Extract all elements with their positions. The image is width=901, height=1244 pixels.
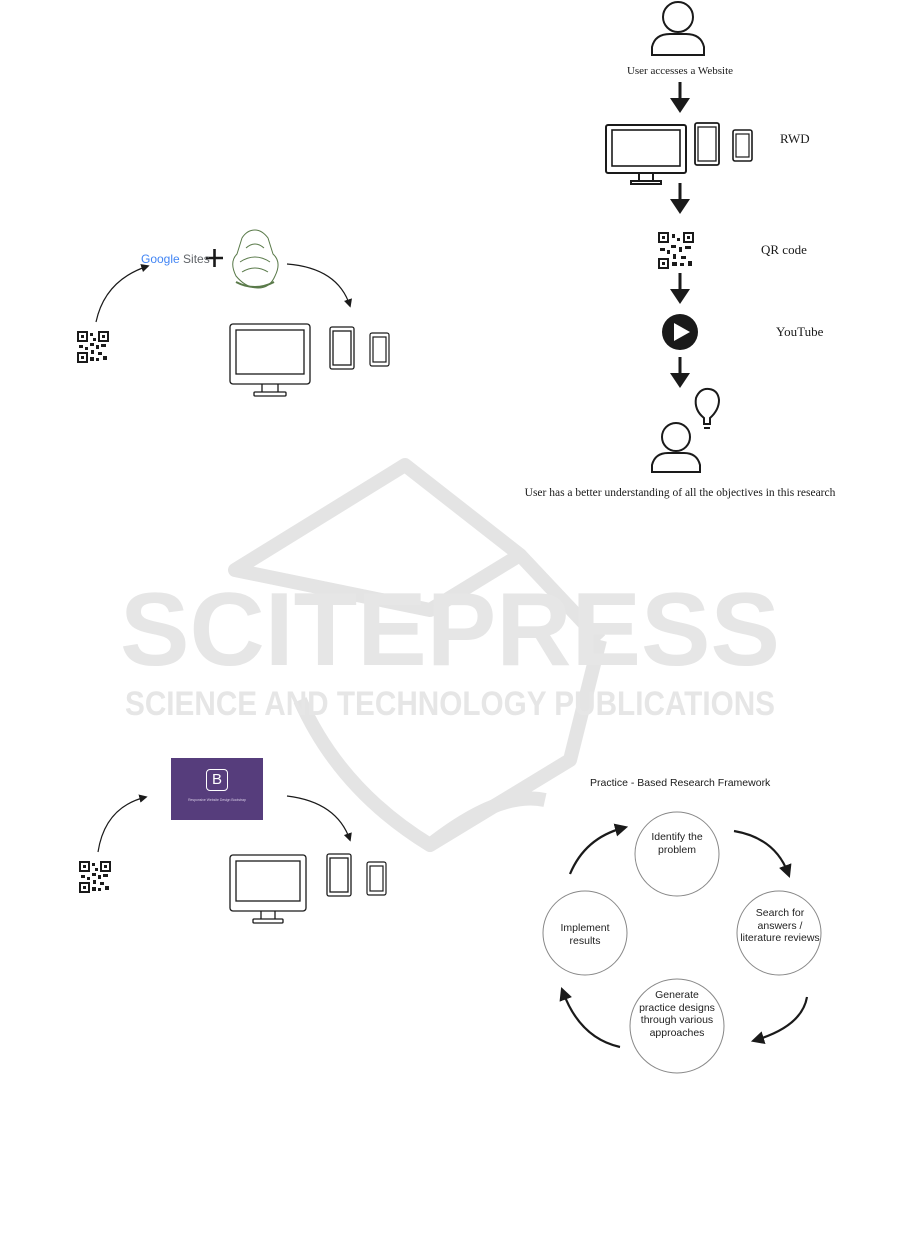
framework-step-generate: Generate practice designs through variou… <box>639 989 715 1039</box>
bootstrap-caption: Responsive Website Design Bootstrap <box>188 798 246 802</box>
lightbulb-icon <box>694 387 721 425</box>
qr-code-icon <box>77 331 109 363</box>
framework-title: Practice - Based Research Framework <box>590 777 771 789</box>
google-sites-drawing <box>77 229 390 397</box>
watermark-subtitle: SCIENCE AND TECHNOLOGY PUBLICATIONS <box>125 685 775 723</box>
cycle-arrow-bottom-left <box>559 987 621 1049</box>
framework-step-circle <box>542 890 628 976</box>
university-seal-icon <box>232 229 279 289</box>
cycle-arrow-bottom-right <box>750 996 809 1045</box>
bootstrap-logo: B Responsive Website Design Bootstrap <box>171 758 263 820</box>
flow-youtube-label: YouTube <box>776 324 824 339</box>
phone-icon-flow <box>732 129 753 162</box>
phone-icon <box>369 332 390 367</box>
framework-step-implement: Implement results <box>560 922 610 947</box>
youtube-play-icon <box>662 314 698 350</box>
figure-bootstrap: B Responsive Website Design Bootstrap <box>0 740 450 940</box>
bootstrap-b-icon: B <box>206 769 228 791</box>
flow-arrows <box>670 82 690 388</box>
arrow-bootstrap-to-devices <box>286 795 352 842</box>
watermark-title: SCITEPRESS <box>120 572 780 688</box>
google-sites-logo: Google Sites <box>141 252 210 266</box>
desktop-monitor-icon-flow <box>605 124 687 185</box>
flow-step-access-label: User accesses a Website <box>626 65 734 77</box>
tablet-icon <box>329 326 355 370</box>
sites-wordmark: Sites <box>183 252 210 266</box>
arrow-sites-to-devices <box>286 263 352 308</box>
qr-code-icon-bootstrap <box>79 861 111 893</box>
framework-step-circle <box>634 811 720 897</box>
flow-rwd-label: RWD <box>780 131 810 146</box>
bootstrap-drawing <box>79 794 387 924</box>
plus-icon <box>206 249 223 267</box>
qr-code-icon-flow <box>658 232 694 269</box>
flow-qr-label: QR code <box>761 242 807 257</box>
framework-cycle-drawing <box>542 811 822 1074</box>
figure-user-flow: User accesses a Website RWD QR code YouT… <box>450 0 901 510</box>
arrow-qr-to-sites <box>95 264 150 323</box>
framework-step-identify: Identify the problem <box>651 831 703 856</box>
figure-google-sites: Google Sites <box>0 0 450 420</box>
bootstrap-b-letter: B <box>211 771 222 788</box>
tablet-icon-flow <box>694 122 720 166</box>
user-icon <box>651 1 705 56</box>
framework-step-circle <box>736 890 822 976</box>
framework-step-search: Search for answers / literature reviews <box>740 907 820 944</box>
figure-research-framework: Practice - Based Research Framework Iden… <box>520 770 840 1074</box>
desktop-monitor-icon-bootstrap <box>229 854 307 924</box>
cycle-arrow-top-right <box>733 829 792 878</box>
arrow-qr-to-bootstrap <box>97 794 148 853</box>
user-flow-drawing <box>605 1 753 473</box>
framework-step-circle <box>629 978 725 1074</box>
tablet-icon-bootstrap <box>326 853 352 897</box>
phone-icon-bootstrap <box>366 861 387 896</box>
user-idea-icon <box>651 387 721 473</box>
google-wordmark: Google <box>141 252 180 266</box>
cycle-arrow-top-left <box>568 823 629 875</box>
flow-result-label: User has a better understanding of all t… <box>524 487 836 499</box>
watermark-book-icon <box>228 458 607 852</box>
desktop-monitor-icon <box>229 323 311 397</box>
